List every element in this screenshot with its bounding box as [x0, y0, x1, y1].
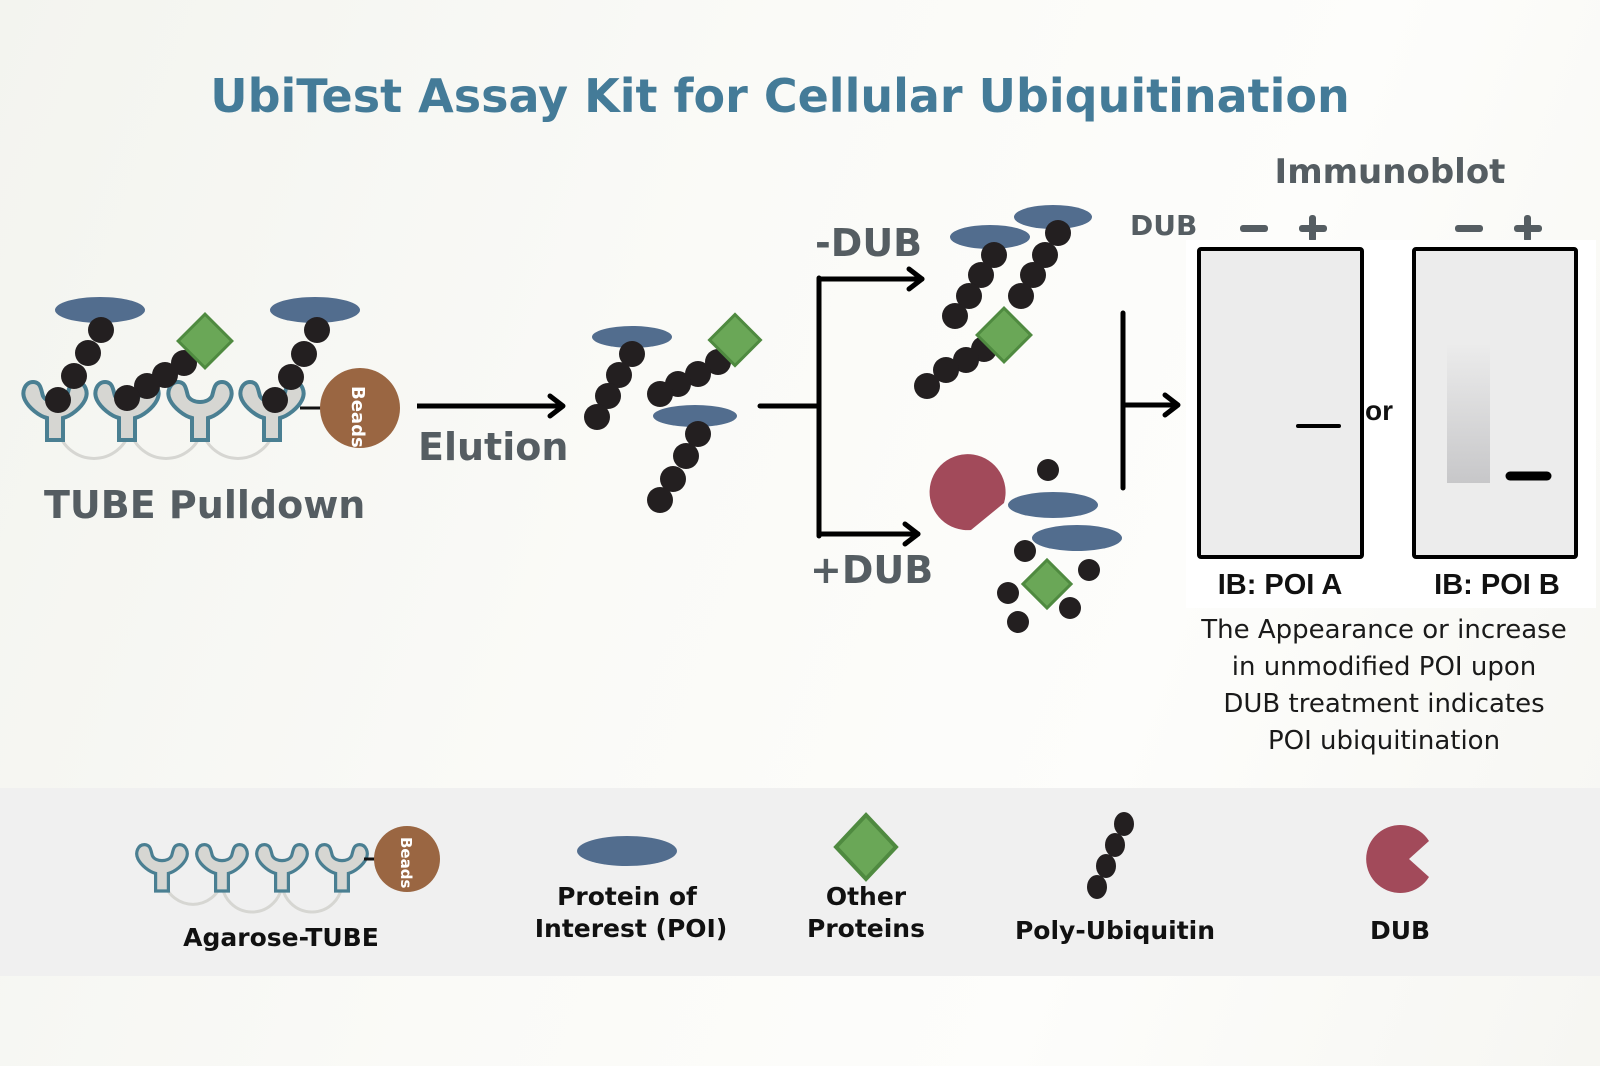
or-label: or	[1365, 395, 1393, 426]
dub-pacman-icon	[929, 454, 1006, 531]
poi-ellipse-icon	[1014, 205, 1092, 229]
agarose-linker-loops	[56, 429, 276, 460]
blot-b-label: IB: POI B	[1434, 569, 1560, 601]
legend-label: DUB	[1370, 916, 1430, 945]
page-title: UbiTest Assay Kit for Cellular Ubiquitin…	[210, 69, 1350, 123]
legend-label: Proteins	[807, 914, 925, 943]
poi-ellipse-icon	[1032, 525, 1122, 551]
branch-arrows	[757, 266, 925, 547]
poi-ellipse-icon	[577, 836, 677, 866]
tube-icon	[166, 380, 234, 442]
poi-ellipse-icon	[270, 297, 360, 323]
blot-membrane	[1197, 247, 1364, 559]
minus-dub-products	[914, 205, 1092, 399]
free-ubiquitin-icon	[1007, 611, 1029, 633]
tube-pulldown-illustration: Beads TUBE Pulldown	[21, 297, 400, 527]
agarose-tube-icon: Beads	[135, 826, 440, 914]
note-line: POI ubiquitination	[1268, 726, 1500, 756]
elution-label: Elution	[418, 425, 568, 469]
immunoblot-heading: Immunoblot	[1275, 152, 1506, 192]
lane-minus-marker	[1455, 225, 1483, 232]
blot-a-label: IB: POI A	[1218, 569, 1343, 601]
legend-label: Agarose-TUBE	[183, 923, 379, 952]
plus-dub-label: +DUB	[810, 548, 933, 592]
poi-ellipse-icon	[1008, 492, 1098, 518]
note-line: in unmodified POI upon	[1232, 652, 1536, 682]
blot-poi-b	[1412, 247, 1578, 559]
tube-pulldown-label: TUBE Pulldown	[44, 483, 365, 527]
ubiquitin-chain-icon	[647, 421, 711, 513]
interpretation-note: The Appearance or increase in unmodified…	[1200, 615, 1566, 756]
lane-plus-marker	[1299, 215, 1327, 242]
merge-arrow	[1120, 310, 1181, 491]
legend-label: Poly-Ubiquitin	[1015, 916, 1215, 945]
other-protein-diamond-icon	[975, 306, 1033, 364]
legend-label: Interest (POI)	[535, 914, 728, 943]
blot-poi-a	[1197, 247, 1364, 559]
dub-row-label: DUB	[1130, 209, 1197, 242]
svg-text:Beads: Beads	[397, 837, 415, 888]
poi-ellipse-icon	[950, 225, 1030, 249]
eluted-proteins	[584, 312, 763, 513]
lane-plus-marker	[1514, 215, 1542, 242]
legend-item-agarose-tube: Beads Agarose-TUBE	[135, 826, 440, 952]
other-protein-diamond-icon	[1020, 557, 1074, 611]
minus-dub-label: -DUB	[815, 221, 922, 265]
plus-dub-products	[929, 454, 1122, 633]
pacman-dub-icon	[1366, 824, 1429, 893]
ubiquitin-chain-icon	[1087, 812, 1134, 899]
free-ubiquitin-icon	[997, 582, 1019, 604]
ubiquitin-chain-icon	[647, 349, 731, 407]
elution-arrow	[417, 393, 566, 419]
poi-ellipse-icon	[55, 297, 145, 323]
other-protein-diamond-icon	[707, 312, 763, 368]
ubiquitin-chain-icon	[914, 336, 997, 399]
legend-item-dub: DUB	[1366, 824, 1430, 945]
poi-ellipse-icon	[592, 326, 672, 348]
lane-markers	[1240, 215, 1542, 242]
ubiquitinated-smear	[1447, 343, 1490, 483]
legend-item-poly-ubiquitin: Poly-Ubiquitin	[1015, 812, 1215, 945]
note-line: DUB treatment indicates	[1223, 689, 1544, 719]
other-protein-diamond-icon	[176, 312, 234, 370]
blot-membrane	[1412, 247, 1578, 559]
free-ubiquitin-icon	[1037, 459, 1059, 481]
free-ubiquitin-icon	[1078, 559, 1100, 581]
free-ubiquitin-icon	[1014, 540, 1036, 562]
poi-ellipse-icon	[653, 405, 737, 427]
legend-bar	[0, 788, 1600, 976]
legend-item-other-proteins: Other Proteins	[807, 812, 925, 943]
ubiquitin-chain-icon	[584, 341, 645, 430]
green-diamond-icon	[833, 812, 899, 882]
legend-item-poi: Protein of Interest (POI)	[535, 836, 728, 943]
legend-label: Protein of	[557, 882, 698, 911]
free-ubiquitin-icon	[1059, 597, 1081, 619]
note-line: The Appearance or increase	[1200, 615, 1566, 645]
legend-label: Other	[826, 882, 907, 911]
beads-label: Beads	[347, 386, 368, 448]
beads-icon	[320, 368, 400, 448]
lane-minus-marker	[1240, 225, 1268, 232]
